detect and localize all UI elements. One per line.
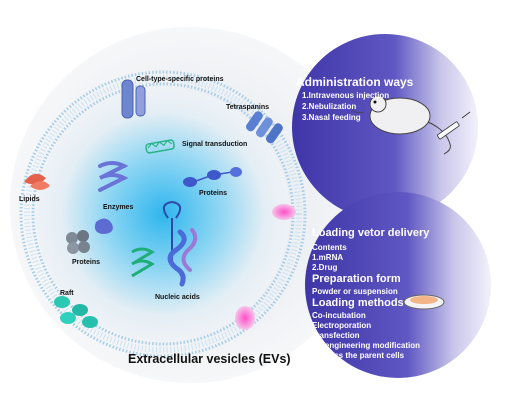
label-tetraspanins: Tetraspanins	[226, 104, 270, 111]
label-enzymes: Enzymes	[103, 204, 134, 211]
preparation-heading: Preparation form	[312, 273, 401, 285]
label-signal-transduction: Signal transduction	[182, 141, 248, 148]
blue-blob-icon	[94, 218, 113, 234]
label-proteins-right: Proteins	[199, 190, 228, 197]
contents-item: 1.mRNA	[312, 253, 344, 262]
label-lipids: Lipids	[19, 196, 40, 203]
vesicle-core	[36, 87, 290, 341]
contents-item: 2.Drug	[312, 263, 338, 272]
administration-item: 1.Intravenous injection	[302, 91, 390, 100]
cell-type-specific-protein-icon	[121, 79, 146, 119]
loading-method: Process the parent cells	[312, 351, 405, 360]
label-nucleic-acids: Nucleic acids	[155, 294, 200, 301]
petri-dish-icon	[403, 294, 445, 310]
loading-method: Electroporation	[312, 321, 372, 330]
enzyme-icon	[98, 161, 129, 192]
loading-heading: Loading vetor delivery	[312, 227, 430, 239]
label-proteins-left: Proteins	[72, 259, 101, 266]
loading-method: Co-incubation	[312, 311, 366, 320]
syringe-icon	[437, 111, 471, 140]
administration-heading: Administration ways	[296, 75, 414, 89]
loading-methods-heading: Loading methods	[312, 297, 404, 309]
contents-label: Contents	[312, 243, 347, 252]
loading-panel	[305, 192, 491, 378]
signal-transduction-icon	[145, 139, 175, 154]
membrane-outer	[19, 70, 307, 358]
mouse-icon	[351, 95, 451, 155]
preparation-value: Powder or suspension	[312, 287, 398, 296]
proteins-left-icon	[66, 230, 90, 254]
label-cell-type-specific-proteins: Cell-type-specific proteins	[136, 76, 224, 83]
loading-method: Bioengineering modification	[312, 341, 421, 350]
loading-method: Transfection	[312, 331, 360, 340]
diagram-title: Extracellular vesicles (EVs)	[128, 352, 291, 366]
pink-vesicle-lower-icon	[235, 306, 255, 330]
lipid-icon	[24, 173, 50, 190]
administration-item: 3.Nasal feeding	[302, 113, 361, 122]
administration-item: 2.Nebulization	[302, 102, 357, 111]
nucleic-acid-icon	[131, 200, 198, 287]
tetraspanin-icon	[245, 111, 283, 144]
proteins-right-icon	[183, 167, 242, 187]
pink-vesicle-upper-icon	[272, 204, 296, 220]
raft-icon	[54, 296, 98, 328]
label-raft: Raft	[60, 290, 74, 297]
